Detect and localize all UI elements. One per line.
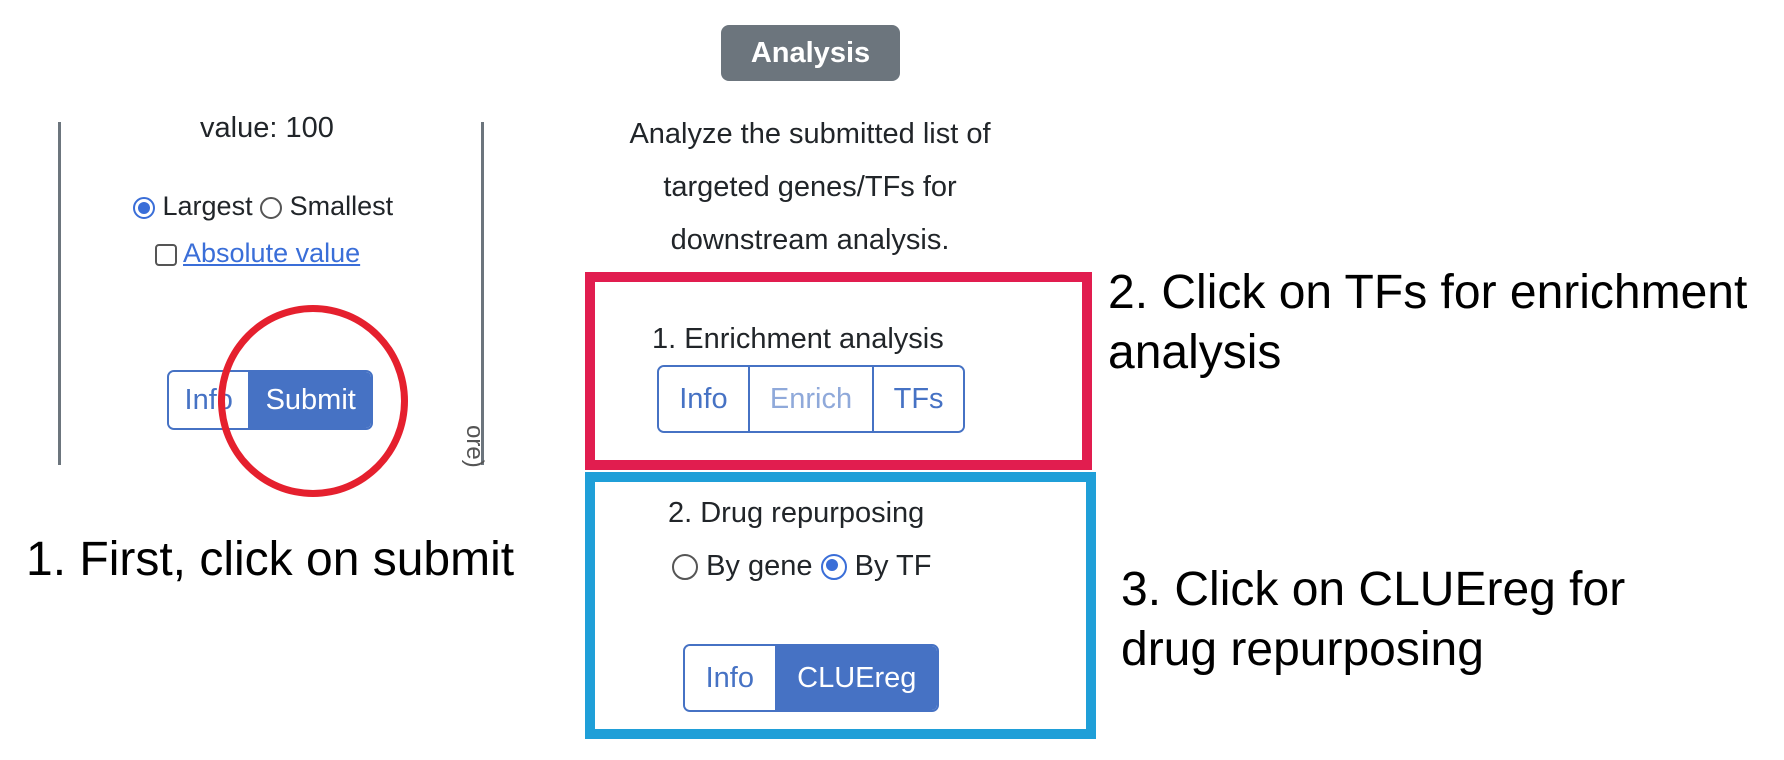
enrichment-highlight-box xyxy=(585,272,1092,470)
drug-repurposing-title: 2. Drug repurposing xyxy=(668,497,925,529)
step3-line-1: 3. Click on CLUEreg for xyxy=(1121,563,1626,616)
drug-button-group: Info CLUEreg xyxy=(683,644,939,712)
step3-annotation: 3. Click on CLUEreg for drug repurposing xyxy=(1121,560,1625,680)
description-line-3: downstream analysis. xyxy=(670,224,950,256)
step3-line-2: drug repurposing xyxy=(1121,623,1484,676)
step2-annotation: 2. Click on TFs for enrichment analysis xyxy=(1108,263,1747,383)
drug-info-button[interactable]: Info xyxy=(685,646,775,710)
left-divider xyxy=(58,122,61,465)
enrich-button[interactable]: Enrich xyxy=(747,367,873,431)
step2-line-1: 2. Click on TFs for enrichment xyxy=(1108,266,1748,319)
drug-radio-group: By gene By TF xyxy=(672,550,931,583)
analysis-description: Analyze the submitted list of targeted g… xyxy=(590,108,1030,267)
by-tf-radio[interactable] xyxy=(820,554,847,581)
drug-repurposing-highlight-box xyxy=(585,472,1096,739)
step1-annotation: 1. First, click on submit xyxy=(26,533,515,586)
enrichment-title: 1. Enrichment analysis xyxy=(652,323,944,355)
absolute-value-link[interactable]: Absolute value xyxy=(183,238,361,268)
largest-label: Largest xyxy=(162,191,253,221)
step2-line-2: analysis xyxy=(1108,326,1282,379)
by-gene-label: By gene xyxy=(706,550,813,582)
description-line-2: targeted genes/TFs for xyxy=(663,171,957,203)
by-gene-radio[interactable] xyxy=(672,554,698,581)
absolute-value-checkbox[interactable] xyxy=(155,243,177,266)
enrichment-button-group: Info Enrich TFs xyxy=(657,365,965,433)
enrichment-info-button[interactable]: Info xyxy=(659,367,748,431)
analysis-badge: Analysis xyxy=(721,25,900,81)
absolute-value-row: Absolute value xyxy=(155,238,360,269)
rotated-side-text: ore) xyxy=(461,425,488,468)
threshold-value-text: value: 100 xyxy=(200,112,334,142)
description-line-1: Analyze the submitted list of xyxy=(629,118,991,150)
right-divider xyxy=(481,122,484,465)
cluereg-button[interactable]: CLUEreg xyxy=(774,646,937,710)
largest-radio[interactable] xyxy=(133,196,155,219)
by-tf-label: By TF xyxy=(854,550,932,582)
smallest-label: Smallest xyxy=(289,191,394,221)
tfs-button[interactable]: TFs xyxy=(872,367,963,431)
submit-highlight-circle xyxy=(218,305,408,497)
smallest-radio[interactable] xyxy=(260,196,283,219)
sort-radio-group: Largest Smallest xyxy=(133,191,393,222)
